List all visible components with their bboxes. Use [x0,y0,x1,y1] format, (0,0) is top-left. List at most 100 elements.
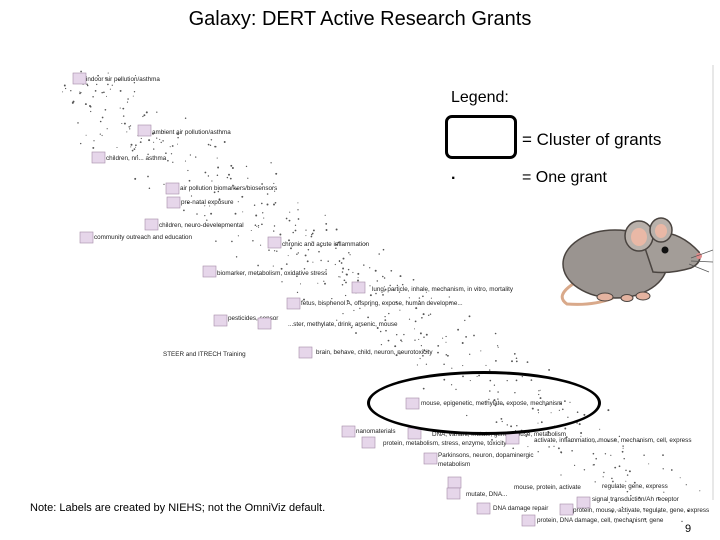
cluster-node[interactable] [505,432,520,445]
grant-dot [145,111,148,114]
grant-dot [140,137,142,140]
footnote: Note: Labels are created by NIEHS; not t… [30,502,326,514]
grant-dot [268,249,270,251]
grant-dot [119,107,121,109]
grant-dot [263,217,265,219]
cluster-node[interactable] [423,452,438,465]
grant-dot [419,357,421,360]
grant-dot [357,279,359,282]
grant-dot [633,481,636,484]
cluster-node[interactable] [91,151,106,164]
grant-dot [547,431,550,433]
grant-dot [235,188,238,190]
grant-dot [341,271,344,273]
grant-dot [473,334,475,337]
cluster-node[interactable] [559,503,574,516]
grant-dot [318,250,320,253]
grant-dot [422,295,424,298]
cluster-node[interactable] [361,436,376,449]
grant-dot [670,469,673,471]
cluster-node[interactable] [447,476,462,489]
grant-dot [177,136,179,139]
grant-dot [369,294,372,297]
grant-dot [273,225,276,227]
grant-dot [317,282,319,284]
grant-dot [336,319,338,321]
grant-dot [626,474,629,476]
grant-dot [399,353,401,355]
grant-dot [92,95,94,98]
grant-dot [615,521,617,523]
grant-dot [338,260,341,262]
grant-dot [616,509,618,511]
grant-dot [303,268,306,270]
grant-dot [384,315,386,318]
grant-dot [420,345,422,347]
grant-dot [623,457,625,460]
mouse-illustration [553,206,714,311]
grant-dot [231,240,233,243]
grant-dot [624,485,627,487]
cluster-node[interactable] [286,297,301,310]
grant-dot [106,128,108,130]
grant-dot [129,128,131,130]
grant-dot [86,83,88,86]
grant-dot [495,360,497,362]
grant-dot [560,451,563,454]
grant-dot [340,262,343,264]
grant-dot [622,447,624,449]
grant-dot [607,440,610,442]
grant-dot [131,149,134,152]
grant-dot [494,332,497,335]
grant-dot [610,454,612,456]
cluster-node[interactable] [476,502,491,515]
grant-dot [557,447,560,450]
grant-dot [214,145,216,148]
grant-dot [163,130,165,133]
cluster-node[interactable] [521,514,536,527]
grant-dot [631,521,634,524]
cluster-node[interactable] [72,72,87,85]
grant-dot [92,146,95,149]
grant-dot [603,471,605,474]
cluster-node[interactable] [341,425,356,438]
cluster-node[interactable] [446,487,461,500]
grant-dot [599,428,601,430]
grant-dot [352,271,354,274]
grant-dot [393,289,395,291]
cluster-node[interactable] [79,231,94,244]
grant-dot [339,276,341,278]
cluster-node[interactable] [137,124,152,137]
grant-dot [662,468,664,470]
grant-dot [116,146,118,149]
grant-dot [97,74,99,77]
grant-dot [132,95,134,97]
cluster-node[interactable] [257,317,272,330]
cluster-node[interactable] [298,346,313,359]
grant-dot [177,133,179,136]
grant-dot [592,464,594,466]
grant-dot [378,253,380,255]
grant-dot [644,518,647,520]
grant-dot [172,161,174,163]
cluster-node[interactable] [267,236,282,249]
grant-dot [64,87,67,90]
grant-dot [324,282,326,285]
grant-dot [614,466,617,469]
cluster-node[interactable] [213,314,228,327]
cluster-node[interactable] [576,496,591,509]
grant-dot [266,193,269,195]
cluster-node[interactable] [166,196,181,209]
grant-dot [422,354,424,357]
grant-dot [306,260,309,263]
cluster-node[interactable] [165,182,180,195]
grant-dot [337,241,340,244]
grant-dot [274,190,276,192]
cluster-node[interactable] [144,218,159,231]
grant-dot [304,254,307,257]
grant-dot [273,182,275,185]
grant-dot [237,235,239,237]
cluster-node[interactable] [202,265,217,278]
cluster-node[interactable] [351,281,366,294]
grant-dot [594,481,596,483]
